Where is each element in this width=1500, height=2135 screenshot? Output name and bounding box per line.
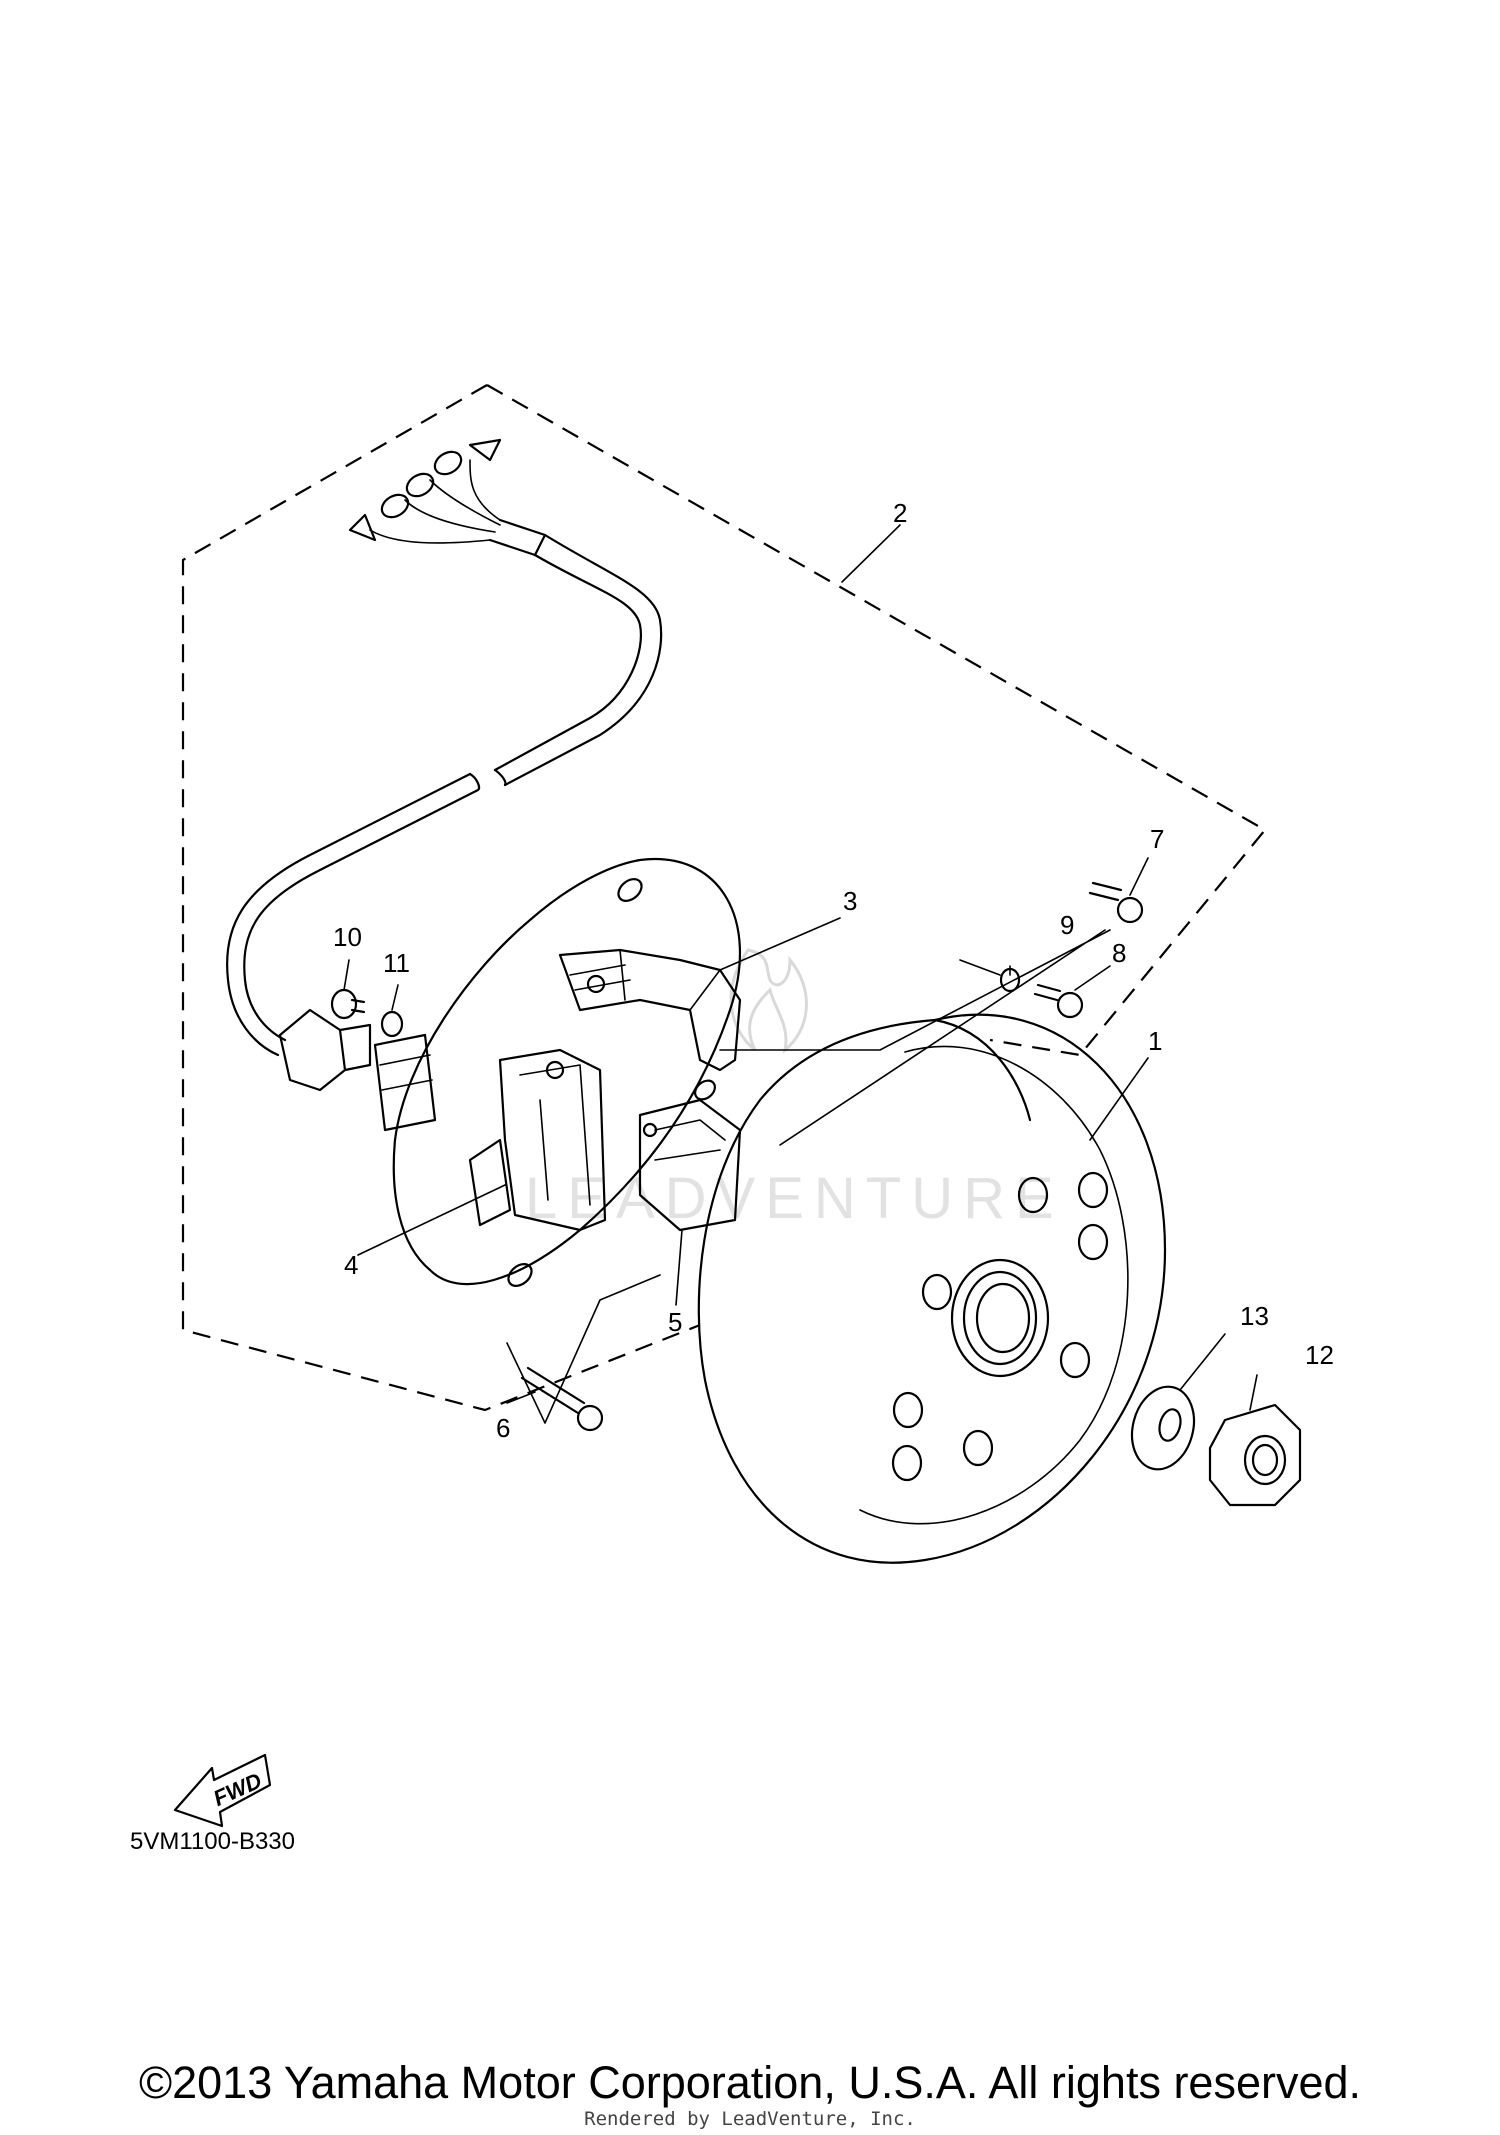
stator-assembly — [373, 857, 742, 1287]
svg-text:LEADVENTURE: LEADVENTURE — [525, 1166, 1064, 1231]
callout-3: 3 — [843, 886, 857, 916]
leadventure-watermark: LEADVENTURE — [525, 948, 1064, 1231]
wire-harness — [226, 438, 663, 1092]
callout-9: 9 — [1060, 910, 1074, 940]
callout-8: 8 — [1112, 938, 1126, 968]
callout-1: 1 — [1148, 1026, 1162, 1056]
washer-11 — [380, 1010, 404, 1038]
callout-11: 11 — [383, 948, 410, 978]
callout-5: 5 — [668, 1307, 682, 1337]
screw-7 — [1088, 881, 1144, 924]
forward-direction-arrow: FWD — [173, 1753, 272, 1828]
screw-10 — [330, 988, 366, 1020]
nut-12 — [1208, 1403, 1302, 1507]
callout-6: 6 — [496, 1413, 510, 1443]
flywheel-rotor — [697, 1013, 1167, 1564]
leader-lines — [343, 524, 1258, 1424]
callout-12: 12 — [1305, 1340, 1334, 1370]
assembly-boundary — [181, 384, 1267, 1412]
callout-2: 2 — [893, 498, 907, 528]
screw-6 — [520, 1366, 604, 1432]
callout-labels: 1 2 3 4 5 6 7 8 9 10 11 12 13 — [333, 498, 1334, 1443]
callout-13: 13 — [1240, 1301, 1269, 1331]
washer-13 — [1130, 1385, 1196, 1471]
screw-8 — [1033, 983, 1084, 1019]
rendered-by-credit: Rendered by LeadVenture, Inc. — [584, 2108, 916, 2130]
callout-7: 7 — [1150, 824, 1164, 854]
callout-10: 10 — [333, 922, 362, 952]
diagram-code: 5VM1100-B330 — [130, 1828, 295, 1855]
copyright-notice: ©2013 Yamaha Motor Corporation, U.S.A. A… — [138, 2057, 1362, 2108]
callout-4: 4 — [344, 1250, 358, 1280]
fwd-label: FWD — [209, 1768, 265, 1811]
